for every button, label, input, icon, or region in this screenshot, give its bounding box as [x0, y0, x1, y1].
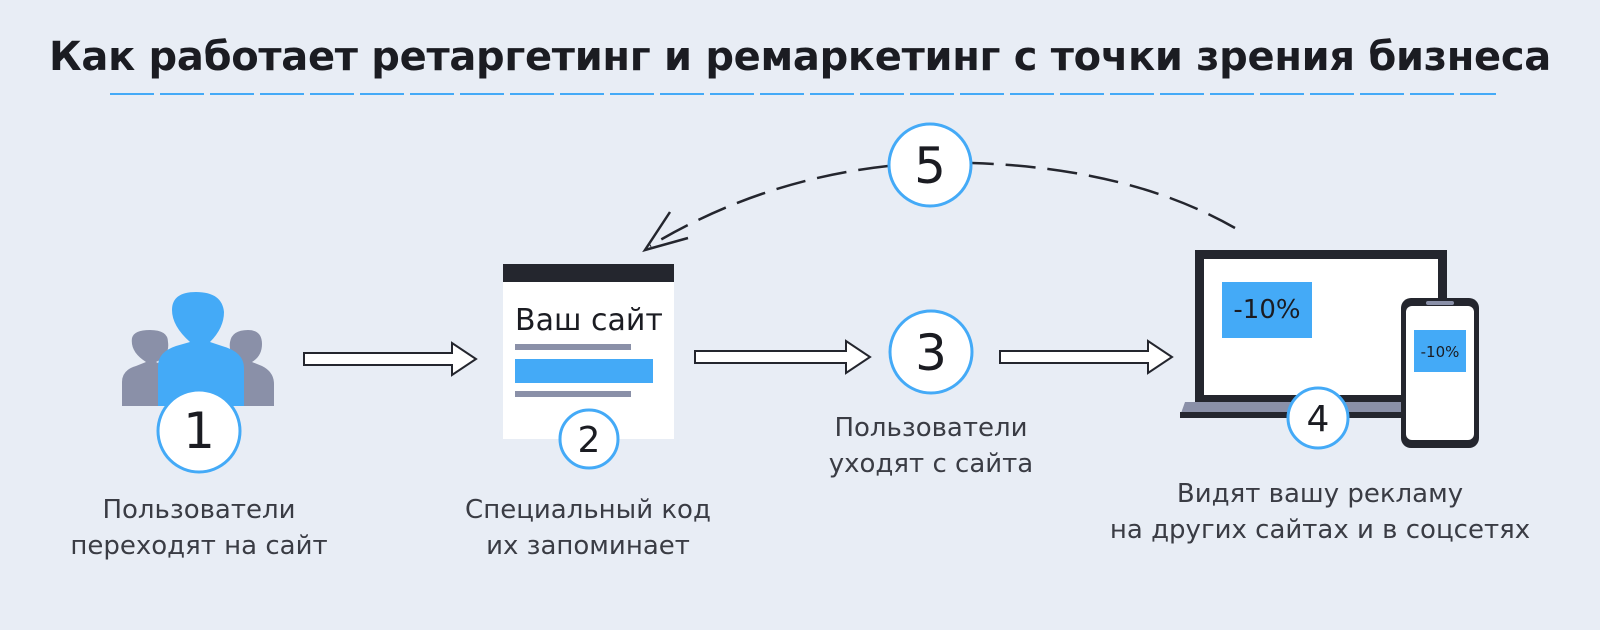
step-4-number: 4 [1307, 399, 1330, 440]
step-1-caption: Пользователи переходят на сайт [49, 492, 349, 564]
page-title: Как работает ретаргетинг и ремаркетинг с… [49, 34, 1551, 80]
step-1-caption-line1: Пользователи [102, 495, 296, 525]
step-1-caption-line2: переходят на сайт [70, 531, 328, 561]
step-3-caption-line1: Пользователи [834, 413, 1028, 443]
step-1-number: 1 [183, 402, 215, 460]
phone-icon: -10% [1401, 298, 1479, 448]
step-3-caption: Пользователи уходят с сайта [801, 410, 1061, 482]
users-icon [122, 292, 274, 406]
step-1-badge [156, 388, 242, 474]
step-3-number: 3 [915, 324, 947, 382]
step-3-caption-line2: уходят с сайта [828, 449, 1034, 479]
website-label: Ваш сайт [515, 303, 663, 338]
step-2-caption-line1: Специальный код [465, 495, 711, 525]
arrow-1-2 [303, 341, 478, 377]
step-4-caption: Видят вашу рекламу на других сайтах и в … [1085, 476, 1555, 548]
step-4-caption-line1: Видят вашу рекламу [1176, 479, 1464, 509]
return-arc-left [649, 164, 889, 248]
step-3-badge [888, 309, 974, 395]
step-2-number: 2 [578, 420, 601, 461]
laptop-icon: -10% [1180, 250, 1462, 418]
step-2-caption: Специальный код их запоминает [433, 492, 743, 564]
arrow-3-4 [999, 339, 1174, 375]
return-arrowhead [642, 211, 689, 253]
phone-ad-label: -10% [1421, 343, 1460, 361]
return-arc [971, 161, 1236, 230]
step-2-caption-line2: их запоминает [486, 531, 690, 561]
arrow-2-3 [694, 339, 872, 375]
step-2-badge [558, 408, 620, 470]
step-4-badge [1286, 386, 1350, 450]
step-4-caption-line2: на других сайтах и в соцсетях [1109, 515, 1531, 545]
step-5-badge [887, 122, 973, 208]
step-5-number: 5 [914, 137, 946, 195]
laptop-ad-label: -10% [1233, 295, 1300, 325]
